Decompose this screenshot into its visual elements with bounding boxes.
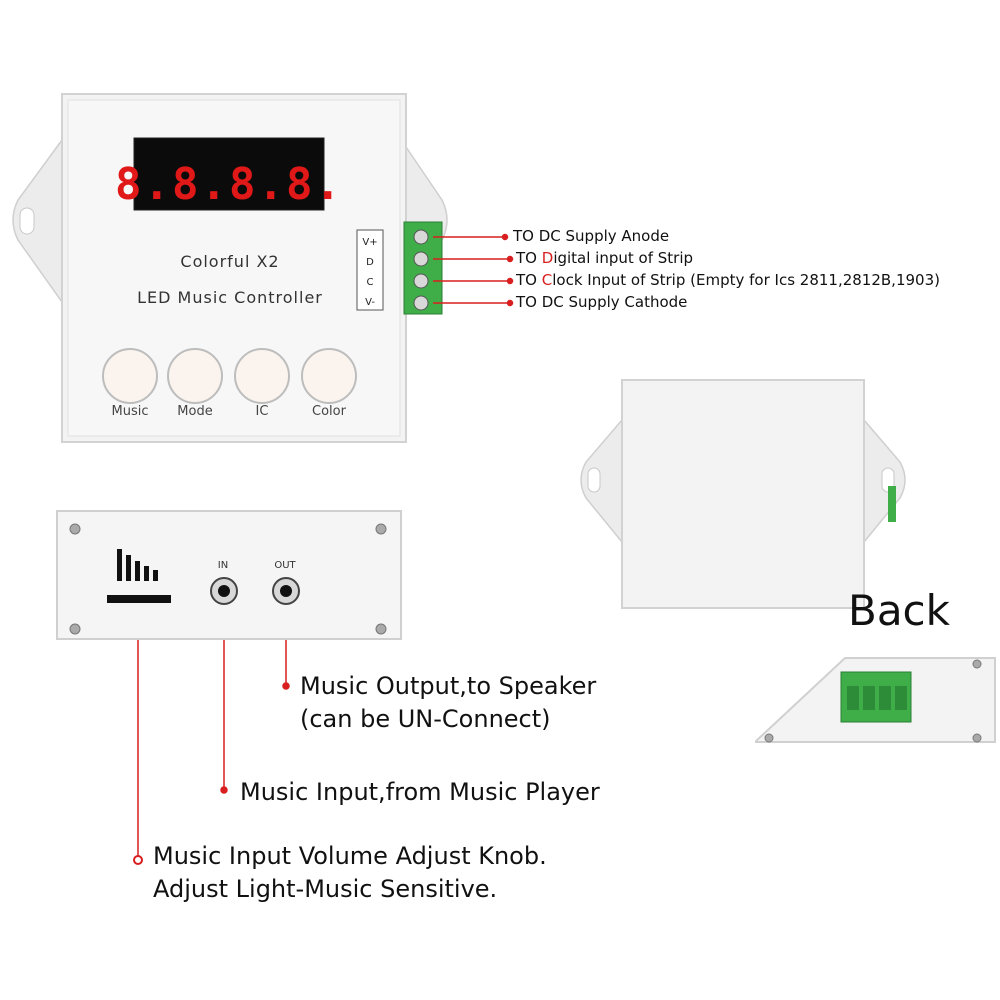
callout-text: TO [516, 271, 542, 289]
terminal-slot [895, 686, 907, 710]
input-callout: Music Input,from Music Player [240, 776, 600, 809]
terminal-screw-1 [413, 229, 429, 245]
led-display [133, 137, 325, 211]
mode-button[interactable] [167, 348, 223, 404]
front-controller-graphic [12, 93, 448, 443]
pin-labels: V+ D C V- [357, 232, 383, 312]
knob-callout: Music Input Volume Adjust Knob. Adjust L… [153, 840, 547, 906]
callout-text: Music Output,to Speaker [300, 672, 597, 700]
side-body [56, 510, 402, 640]
product-subtitle: LED Music Controller [137, 288, 323, 307]
callout-highlight: C [541, 271, 553, 289]
jack-hole [280, 585, 292, 597]
mode-button-label: Mode [177, 404, 213, 419]
pin-label: D [366, 256, 374, 268]
callout-dot [220, 786, 228, 794]
pin-label: V- [365, 296, 375, 308]
callout-text: TO [516, 249, 542, 267]
screw [375, 523, 387, 535]
callout-cathode: TO DC Supply Cathode [516, 293, 687, 311]
volume-bar [153, 570, 158, 581]
volume-knob-slot[interactable] [107, 595, 171, 603]
color-button-label: Color [312, 404, 346, 419]
jack-in-label: IN [217, 560, 229, 571]
callout-text: lock Input of Strip (Empty for Ics 2811,… [552, 271, 940, 289]
callout-dot [506, 299, 514, 307]
callout-text: Music Input,from Music Player [240, 778, 600, 806]
terminal-screw-2 [413, 251, 429, 267]
left-ear-slot [587, 467, 601, 493]
jack-hole [218, 585, 230, 597]
callout-text: (can be UN-Connect) [300, 705, 551, 733]
terminal-slot [879, 686, 891, 710]
left-mounting-ear [12, 137, 63, 305]
music-button-label: Music [111, 404, 149, 419]
back-body [621, 379, 865, 609]
terminal-screw-3 [413, 273, 429, 289]
color-button[interactable] [301, 348, 357, 404]
ic-button[interactable] [234, 348, 290, 404]
callout-digital: TO Digital input of Strip [516, 249, 693, 267]
callout-dot [501, 233, 509, 241]
callout-dot [506, 277, 514, 285]
screw [69, 623, 81, 635]
callout-text: TO DC Supply Cathode [516, 293, 688, 311]
screw [972, 733, 982, 743]
music-button[interactable] [102, 348, 158, 404]
terminal-slot [863, 686, 875, 710]
callout-highlight: D [541, 249, 554, 267]
left-mounting-ear [580, 417, 623, 545]
screw [69, 523, 81, 535]
terminal-slot [847, 686, 859, 710]
terminal-screw-4 [413, 295, 429, 311]
callout-text: igital input of Strip [553, 249, 694, 267]
callout-text: Adjust Light-Music Sensitive. [153, 875, 498, 903]
volume-bar [126, 555, 131, 581]
volume-bar [135, 561, 140, 581]
screw [375, 623, 387, 635]
callout-dot [506, 255, 514, 263]
pin-label: C [366, 276, 374, 288]
jack-out-label: OUT [274, 560, 296, 571]
back-label: Back [848, 586, 950, 635]
callout-text: TO DC Supply Anode [513, 227, 670, 245]
screw [972, 659, 982, 669]
left-ear-slot [19, 207, 35, 235]
volume-bar [117, 549, 122, 581]
screw [764, 733, 774, 743]
ic-button-label: IC [255, 404, 269, 419]
pin-label: V+ [362, 236, 378, 248]
back-terminal-edge [888, 486, 896, 522]
product-title: Colorful X2 [180, 252, 280, 271]
pin-label-box [356, 229, 384, 311]
side-controller-graphic [56, 510, 402, 640]
callout-dot [133, 855, 143, 865]
back-controller-graphic [580, 379, 906, 609]
callout-text: Music Input Volume Adjust Knob. [153, 842, 547, 870]
output-callout: Music Output,to Speaker (can be UN-Conne… [300, 670, 596, 736]
callout-anode: TO DC Supply Anode [513, 227, 669, 245]
volume-bar [144, 566, 149, 581]
display-digits: 8.8.8.8. [115, 158, 343, 210]
back-bottom-graphic [755, 657, 996, 743]
callout-dot [282, 682, 290, 690]
callout-clock: TO Clock Input of Strip (Empty for Ics 2… [516, 271, 940, 289]
